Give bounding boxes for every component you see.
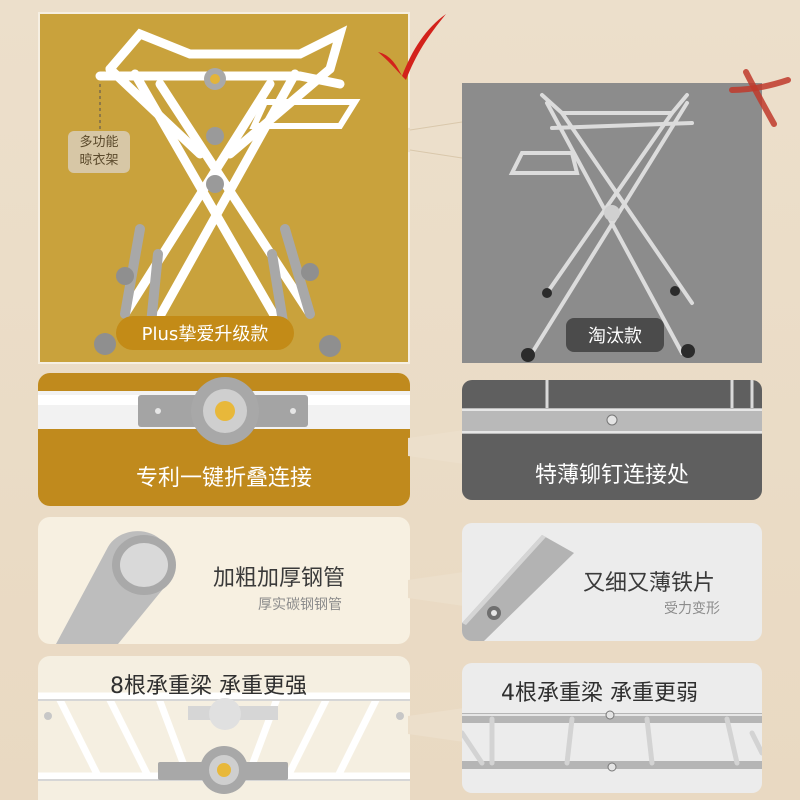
obsolete-stand-illustration	[508, 93, 695, 362]
obsolete-model-label: 淘汰款	[566, 318, 664, 352]
four-beam-illustration	[462, 710, 762, 772]
plus-stand-illustration	[94, 25, 361, 357]
connector-arrow-top	[408, 120, 464, 160]
rivet-joint-caption: 特薄铆钉连接处	[534, 463, 689, 488]
folding-joint-panel	[38, 373, 410, 506]
plus-model-label: Plus挚爱升级款	[116, 316, 294, 350]
thin-sheet-panel	[462, 523, 762, 641]
thin-sheet-illustration	[462, 535, 574, 641]
multi-tag-line2: 晾衣架	[79, 153, 119, 168]
eight-beam-panel	[38, 656, 410, 800]
rivet-joint-illustration	[462, 380, 762, 434]
thin-sheet-subtitle: 受力变形	[664, 601, 720, 617]
check-mark-icon	[378, 14, 446, 80]
eight-beam-illustration	[38, 692, 410, 794]
obsolete-product-panel	[462, 83, 762, 363]
thick-tube-title: 加粗加厚钢管	[213, 566, 346, 591]
steel-tube-illustration	[56, 531, 176, 644]
folding-joint-illustration	[38, 377, 410, 445]
four-beam-caption: 4根承重梁 承重更弱	[501, 681, 698, 706]
connector-arrow-joint	[408, 430, 464, 464]
multi-function-tag: 多功能 晾衣架	[68, 131, 130, 173]
connector-arrow-tube	[408, 572, 464, 606]
multi-tag-line1: 多功能	[79, 135, 119, 150]
thick-tube-subtitle: 厚实碳钢钢管	[258, 597, 342, 613]
four-beam-panel	[462, 663, 762, 793]
thick-tube-panel	[38, 517, 410, 644]
plus-product-panel	[38, 12, 410, 364]
cross-mark-icon	[729, 69, 791, 127]
folding-joint-caption: 专利一键折叠连接	[135, 466, 312, 491]
eight-beam-caption: 8根承重梁 承重更强	[110, 674, 307, 699]
connector-arrow-beam	[408, 708, 464, 742]
thin-sheet-title: 又细又薄铁片	[583, 571, 716, 596]
rivet-joint-panel	[462, 380, 762, 500]
